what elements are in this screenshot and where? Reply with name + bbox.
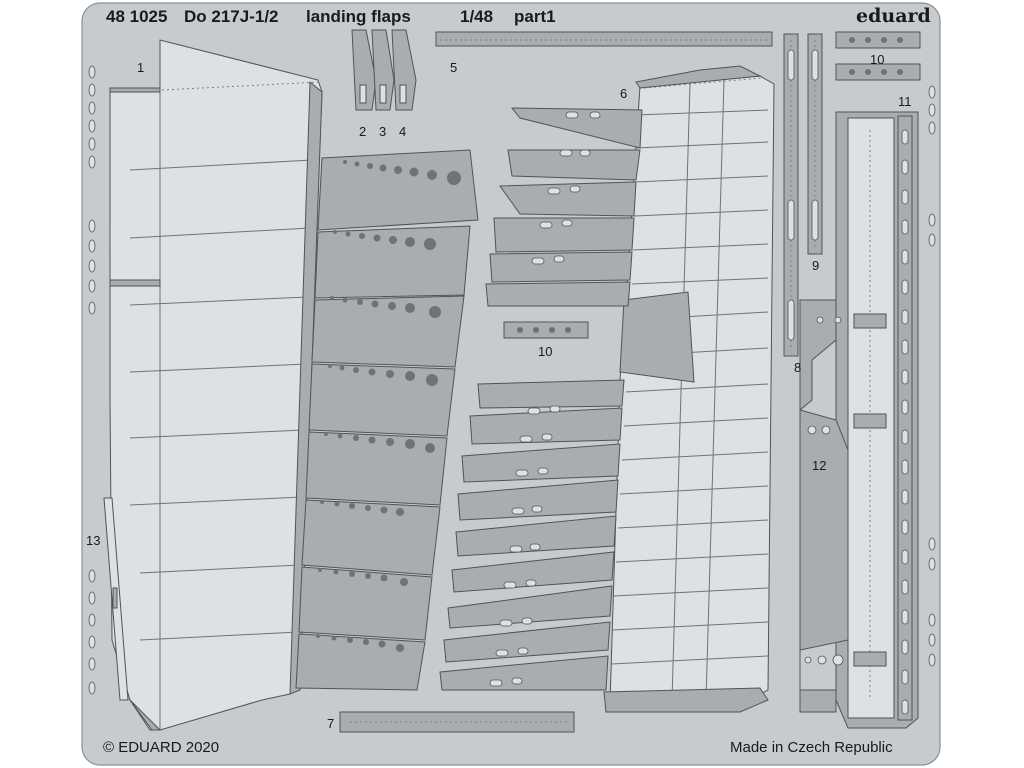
part-number-9: 9: [812, 258, 820, 273]
part-10-top: [835, 31, 921, 81]
part-label: part1: [514, 7, 556, 26]
left-drop-holes: [88, 65, 96, 695]
subject-title: landing flaps: [306, 7, 411, 26]
eduard-logo: eduard: [856, 5, 931, 27]
parts-11-12: [799, 111, 919, 729]
parts-8-9-strips: [783, 33, 823, 357]
part-6-flap: [603, 65, 775, 713]
parts-2-3-4: [351, 29, 417, 111]
scale-label: 1/48: [460, 7, 494, 26]
aircraft-model: Do 217J-1/2: [184, 7, 279, 26]
origin-text: Made in Czech Republic: [730, 739, 893, 756]
right-drop-holes: [928, 85, 936, 667]
part-number-4: 4: [399, 124, 407, 139]
part-number-6: 6: [620, 86, 628, 101]
rib-parts-right: [439, 107, 643, 691]
part-number-8: 8: [794, 360, 802, 375]
catalog-number: 48 1025: [106, 7, 168, 26]
part-5-strip: [435, 31, 773, 47]
part-number-12: 12: [812, 458, 827, 473]
part-10-middle: [503, 321, 589, 339]
part-7-strip: [339, 711, 575, 733]
part-number-10-middle: 10: [538, 344, 553, 359]
part-number-11: 11: [898, 94, 912, 109]
part-number-3: 3: [379, 124, 387, 139]
copyright-text: © EDUARD 2020: [103, 739, 220, 756]
part-number-13: 13: [86, 533, 101, 548]
part-number-5: 5: [450, 60, 458, 75]
part-13-strip: [103, 497, 129, 701]
part-number-7: 7: [327, 716, 335, 731]
part-1-flap: [109, 39, 323, 731]
rib-parts-left: [295, 149, 479, 691]
part-number-10-top: 10: [870, 52, 885, 67]
part-number-2: 2: [359, 124, 367, 139]
part-number-1: 1: [137, 60, 145, 75]
